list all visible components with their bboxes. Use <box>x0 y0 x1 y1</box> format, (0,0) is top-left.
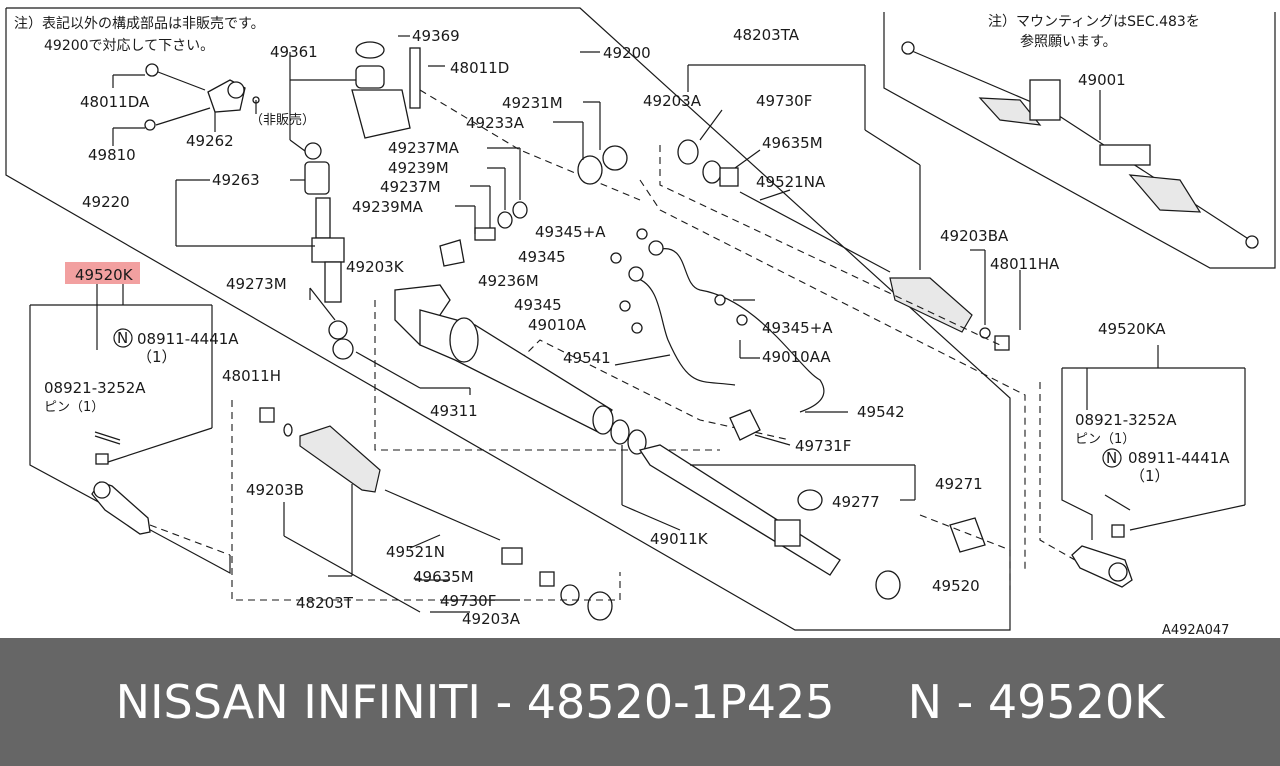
label-49236M[interactable]: 49236M <box>478 272 539 290</box>
label-49520[interactable]: 49520 <box>932 577 980 595</box>
label-49369[interactable]: 49369 <box>412 27 460 45</box>
label-08911-qty-right: （1） <box>1130 467 1170 485</box>
label-49203B[interactable]: 49203B <box>246 481 304 499</box>
label-49203A-top[interactable]: 49203A <box>643 92 702 110</box>
left-boot-shape <box>259 407 613 621</box>
label-08921-sub-right: ピン（1） <box>1075 432 1135 447</box>
label-49277[interactable]: 49277 <box>832 493 880 511</box>
label-49520KA[interactable]: 49520KA <box>1098 320 1166 338</box>
label-49635M-bottom[interactable]: 49635M <box>413 568 474 586</box>
label-49271[interactable]: 49271 <box>935 475 983 493</box>
label-49635M-top[interactable]: 49635M <box>762 134 823 152</box>
label-49237M[interactable]: 49237M <box>380 178 441 196</box>
label-49262[interactable]: 49262 <box>186 132 234 150</box>
highlight-49520K <box>65 262 140 284</box>
label-49345-1[interactable]: 49345 <box>518 248 566 266</box>
rack-housing-shape <box>394 284 647 455</box>
label-48011H[interactable]: 48011H <box>222 367 281 385</box>
label-49203K[interactable]: 49203K <box>346 258 405 276</box>
label-08921-3252A-left[interactable]: 08921-3252A <box>44 379 146 397</box>
label-48203T[interactable]: 48203T <box>296 594 354 612</box>
label-49233A[interactable]: 49233A <box>466 114 525 132</box>
parts-diagram: 注）表記以外の構成部品は非販売です。 49200で対応して下さい。 注）マウンテ… <box>5 7 1276 638</box>
seal-parts-shape <box>439 145 628 267</box>
label-49361[interactable]: 49361 <box>270 43 318 61</box>
label-49345A-1[interactable]: 49345+A <box>535 223 606 241</box>
label-49541[interactable]: 49541 <box>563 349 611 367</box>
tie-rod-end-left-shape <box>91 431 151 535</box>
label-49521NA[interactable]: 49521NA <box>756 173 826 191</box>
label-49311[interactable]: 49311 <box>430 402 478 420</box>
label-49731F[interactable]: 49731F <box>795 437 851 455</box>
label-49239M[interactable]: 49239M <box>388 159 449 177</box>
label-49010A[interactable]: 49010A <box>528 316 587 334</box>
complete-rack-shape <box>901 41 1259 249</box>
n-marker-right <box>1102 448 1122 468</box>
not-sold-label: （非販売） <box>250 112 315 128</box>
pipes-shape <box>610 228 825 441</box>
label-48203TA[interactable]: 48203TA <box>733 26 800 44</box>
label-49345A-2[interactable]: 49345+A <box>762 319 833 337</box>
label-49730F-bottom[interactable]: 49730F <box>440 592 496 610</box>
label-49239MA[interactable]: 49239MA <box>352 198 424 216</box>
tie-rod-end-right-shape <box>1071 494 1133 588</box>
footer-banner: NISSAN INFINITI - 48520-1P425 N - 49520K <box>0 638 1280 766</box>
note-right-line1: 注）マウンティングはSEC.483を <box>988 14 1200 30</box>
pinion-shaft-shape <box>304 142 354 360</box>
diagram-code: A492A047 <box>1162 623 1229 638</box>
note-left-line1: 注）表記以外の構成部品は非販売です。 <box>14 15 265 32</box>
label-49521N[interactable]: 49521N <box>386 543 445 561</box>
label-48011HA[interactable]: 48011HA <box>990 255 1060 273</box>
label-49231M[interactable]: 49231M <box>502 94 563 112</box>
valve-body-shape <box>351 41 421 139</box>
label-49263[interactable]: 49263 <box>212 171 260 189</box>
label-49237MA[interactable]: 49237MA <box>388 139 460 157</box>
label-49730F-top[interactable]: 49730F <box>756 92 812 110</box>
label-49273M[interactable]: 49273M <box>226 275 287 293</box>
label-49810[interactable]: 49810 <box>88 146 136 164</box>
footer-part-numbers: NISSAN INFINITI - 48520-1P425 N - 49520K <box>115 675 1165 729</box>
label-08921-3252A-right[interactable]: 08921-3252A <box>1075 411 1177 429</box>
n-marker-right-text: N <box>1106 449 1117 467</box>
label-08911-4441A-left[interactable]: 08911-4441A <box>137 330 239 348</box>
label-08921-sub-left: ピン（1） <box>44 400 104 415</box>
label-49203BA[interactable]: 49203BA <box>940 227 1009 245</box>
label-49220[interactable]: 49220 <box>82 193 130 211</box>
note-right-line2: 参照願います。 <box>1020 33 1117 50</box>
main-frame-outline <box>5 7 1011 631</box>
label-48011DA[interactable]: 48011DA <box>80 93 150 111</box>
label-49200[interactable]: 49200 <box>603 44 651 62</box>
label-49520K[interactable]: 49520K <box>75 266 134 284</box>
n-marker-left-text: N <box>117 329 128 347</box>
valve-housing-shape <box>144 63 260 131</box>
label-08911-qty-left: （1） <box>137 348 177 366</box>
note-left-line2: 49200で対応して下さい。 <box>44 38 214 54</box>
right-components-shape <box>677 139 1010 351</box>
label-49345-2[interactable]: 49345 <box>514 296 562 314</box>
label-49010AA[interactable]: 49010AA <box>762 348 831 366</box>
label-49011K[interactable]: 49011K <box>650 530 709 548</box>
label-49001[interactable]: 49001 <box>1078 71 1126 89</box>
label-49542[interactable]: 49542 <box>857 403 905 421</box>
rack-bar-shape <box>638 444 986 600</box>
label-48011D[interactable]: 48011D <box>450 59 509 77</box>
label-08911-4441A-right[interactable]: 08911-4441A <box>1128 449 1230 467</box>
n-marker-left <box>113 328 133 348</box>
upper-right-frame <box>883 12 1276 269</box>
label-49203A-bottom[interactable]: 49203A <box>462 610 521 628</box>
